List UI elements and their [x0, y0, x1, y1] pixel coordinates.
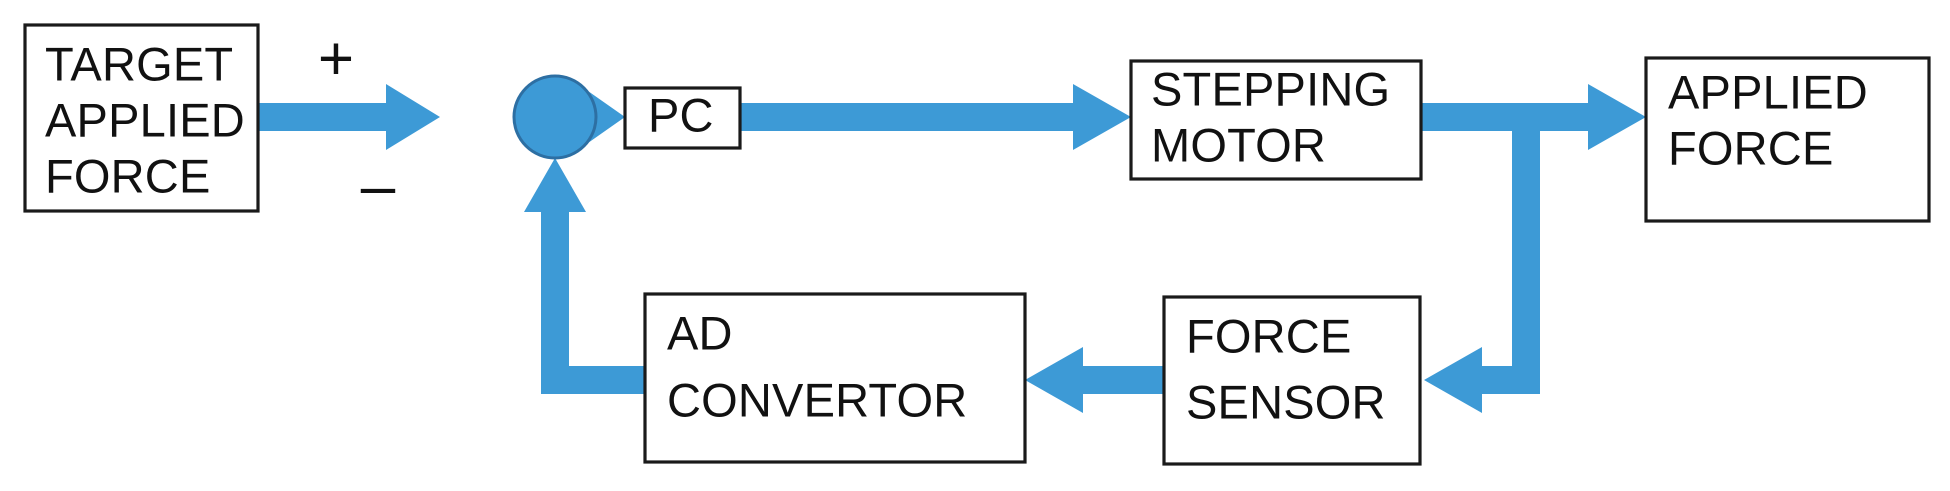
block-applied-force[interactable]: APPLIED FORCE [1644, 56, 1931, 223]
block-ad-convertor[interactable]: AD CONVERTOR [643, 292, 1027, 464]
block-label-line: MOTOR [1151, 118, 1326, 171]
block-pc[interactable]: PC [623, 86, 742, 150]
block-label-line: FORCE [45, 149, 211, 202]
block-label-line: APPLIED [1668, 65, 1868, 118]
block-label-line: AD [667, 306, 733, 359]
connector-ad-convertor-to-sum [524, 158, 645, 394]
minus-sign: – [361, 151, 396, 220]
plus-sign: + [318, 24, 354, 93]
block-target-applied-force[interactable]: TARGET APPLIED FORCE [23, 23, 260, 213]
block-stepping-motor[interactable]: STEPPING MOTOR [1129, 59, 1423, 181]
block-label-line: PC [648, 88, 714, 141]
connector-sensor-to-ad-convertor [1025, 347, 1164, 413]
block-label-line: CONVERTOR [667, 373, 967, 426]
block-force-sensor[interactable]: FORCE SENSOR [1162, 295, 1422, 466]
block-label-line: APPLIED [45, 93, 245, 146]
block-label-line: SENSOR [1186, 375, 1386, 428]
connector-target-to-sum [258, 84, 440, 150]
block-label-line: FORCE [1668, 121, 1834, 174]
summing-junction [512, 74, 598, 160]
block-label-line: TARGET [45, 37, 233, 90]
connector-motor-to-force-sensor [1424, 103, 1540, 413]
connector-pc-to-stepping-motor [740, 84, 1131, 150]
block-label-line: STEPPING [1151, 62, 1390, 115]
block-label-line: FORCE [1186, 309, 1352, 362]
